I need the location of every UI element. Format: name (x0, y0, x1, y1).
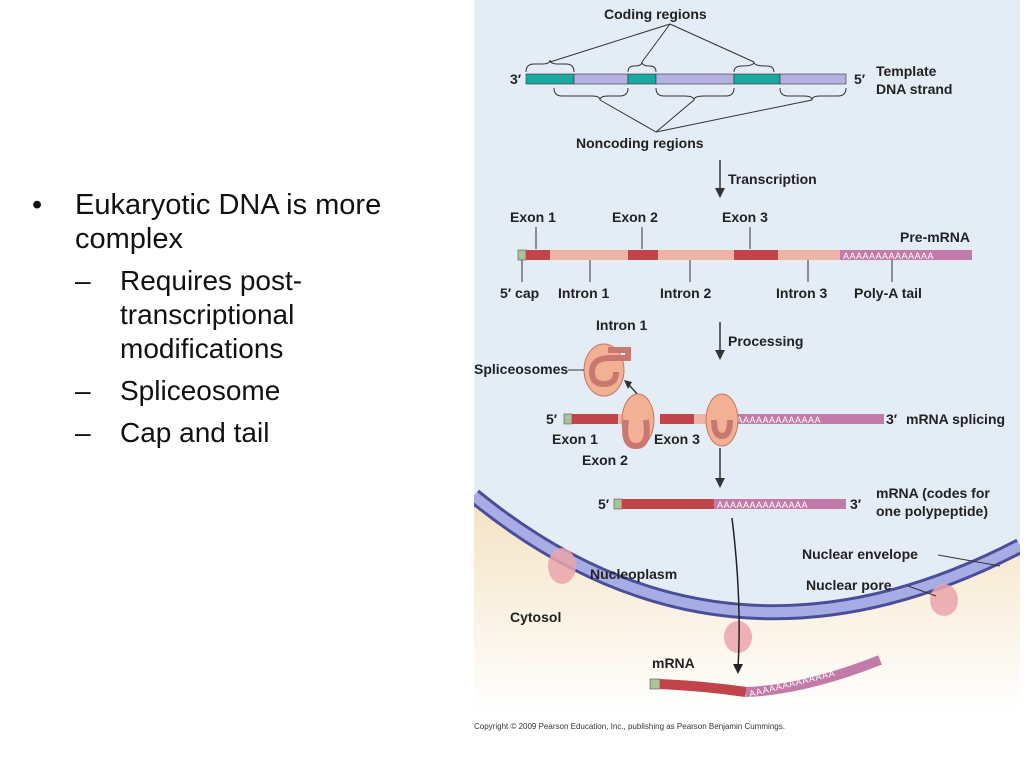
splicing-five-prime: 5′ (546, 411, 558, 427)
intron-loop-1 (622, 419, 650, 450)
gene-expression-figure: Coding regions 3′ 5′ Template DNA strand… (474, 0, 1020, 712)
coding-brace-lines (525, 23, 775, 73)
mrna-codes-line2: one polypeptide) (876, 503, 988, 519)
pre-mrna-intron1 (550, 250, 628, 260)
transcription-arrowhead (715, 188, 725, 198)
dash-marker: – (75, 375, 91, 406)
pre-mrna-poly-a (840, 250, 972, 260)
main-bullet-text: Eukaryotic DNA is more complex (75, 189, 382, 255)
nuclear-pore-right (930, 584, 958, 616)
nuclear-pore-center (724, 621, 752, 653)
export-arrow (731, 517, 740, 669)
transcription-label: Transcription (728, 171, 817, 187)
sub-bullet: – Cap and tail (75, 416, 450, 450)
splicing-three-prime: 3′ (886, 411, 898, 427)
exon2-label: Exon 2 (612, 209, 658, 225)
pre-mrna-intron3 (778, 250, 840, 260)
bullet-marker: • (32, 189, 43, 221)
intron-lariat (588, 347, 631, 388)
spliceosomes-label: Spliceosomes (474, 361, 568, 377)
mature-poly-a-seq: AAAAAAAAAAAAAA (717, 500, 808, 510)
pre-mrna-exon2 (628, 250, 658, 260)
five-prime-cap-label: 5′ cap (500, 285, 539, 301)
noncoding-regions-label: Noncoding regions (576, 135, 704, 151)
exon3-label: Exon 3 (722, 209, 768, 225)
processing-label: Processing (728, 333, 803, 349)
pre-mrna-intron2 (658, 250, 734, 260)
pre-mrna-exon3 (734, 250, 778, 260)
splicing-exon3-label: Exon 3 (654, 431, 700, 447)
coding-segment (525, 73, 575, 85)
poly-a-tail-label: Poly-A tail (854, 285, 922, 301)
nuclear-pore-label: Nuclear pore (806, 577, 892, 593)
coding-segment (733, 73, 781, 85)
intron1-label: Intron 1 (558, 285, 610, 301)
mrna-splicing-label: mRNA splicing (906, 411, 1005, 427)
mature-five-prime: 5′ (598, 496, 610, 512)
coding-regions-label: Coding regions (604, 6, 707, 22)
cytosol-label: Cytosol (510, 609, 561, 625)
template-label-line2: DNA strand (876, 81, 953, 97)
dna-three-prime: 3′ (510, 71, 522, 87)
intron-loop-2 (711, 419, 733, 440)
nuclear-envelope (474, 492, 1020, 618)
nuclear-pore-left (548, 548, 576, 584)
noncoding-segment (655, 73, 735, 85)
sub-bullet-text: Spliceosome (120, 375, 281, 406)
dash-marker: – (75, 265, 91, 296)
mature-three-prime: 3′ (850, 496, 862, 512)
cytosol-mrna-cap (649, 678, 661, 690)
cytosol-mrna-poly-a (745, 655, 882, 697)
pre-mrna-poly-a-seq: AAAAAAAAAAAAAA (843, 251, 934, 261)
sub-bullet: – Spliceosome (75, 374, 450, 408)
intron3-label: Intron 3 (776, 285, 828, 301)
sub-bullet-text: Requires post-transcriptional modificati… (120, 265, 303, 364)
pre-mrna-cap (517, 249, 527, 261)
slide-text: • Eukaryotic DNA is more complex – Requi… (30, 188, 450, 450)
pre-mrna-exon1 (526, 250, 550, 260)
noncoding-brace-lines (553, 87, 847, 133)
dash-marker: – (75, 417, 91, 448)
splicing-exon1 (572, 414, 618, 424)
nucleoplasm-label: Nucleoplasm (590, 566, 677, 582)
sub-bullet: – Requires post-transcriptional modifica… (75, 264, 450, 366)
cytosol-mrna-label: mRNA (652, 655, 695, 671)
mature-cap (613, 498, 623, 510)
sub-bullet-text: Cap and tail (120, 417, 270, 448)
nuclear-envelope-label: Nuclear envelope (802, 546, 918, 562)
exon1-label: Exon 1 (510, 209, 556, 225)
coding-segment (627, 73, 657, 85)
intron1-loop-label: Intron 1 (596, 317, 648, 333)
mrna-codes-line1: mRNA (codes for (876, 485, 990, 501)
splicing-poly-a-seq: AAAAAAAAAAAAAA (730, 415, 821, 425)
pre-mrna-label: Pre-mRNA (900, 229, 970, 245)
template-label-line1: Template (876, 63, 937, 79)
splicing-exon2-label: Exon 2 (582, 452, 628, 468)
figure-svg: Coding regions 3′ 5′ Template DNA strand… (474, 0, 1020, 712)
splicing-exon2 (660, 414, 694, 424)
dna-five-prime: 5′ (854, 71, 866, 87)
main-bullet: • Eukaryotic DNA is more complex (30, 188, 450, 256)
mature-poly-a (714, 499, 846, 509)
noncoding-segment (573, 73, 629, 85)
cytosol-background (474, 496, 1020, 712)
mature-exons (622, 499, 714, 509)
splicing-exon1-label: Exon 1 (552, 431, 598, 447)
splicing-poly-a (728, 414, 884, 424)
cytosol-mrna-exons (659, 679, 747, 697)
noncoding-segment (779, 73, 847, 85)
processing-arrowhead (715, 350, 725, 360)
copyright-notice: Copyright © 2009 Pearson Education, Inc.… (474, 722, 785, 731)
intron2-label: Intron 2 (660, 285, 712, 301)
splicing-cap (563, 413, 573, 425)
